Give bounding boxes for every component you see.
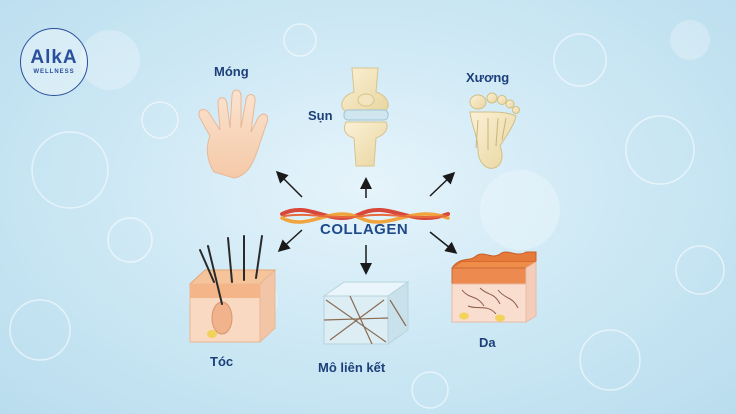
logo-text: AlkA: [30, 47, 78, 68]
arrow-to-skin: [429, 231, 458, 254]
connective-tissue-icon: [322, 281, 410, 345]
logo-subtitle: WELLNESS: [33, 69, 75, 75]
label-nail: Móng: [214, 64, 249, 79]
arrow-to-bone: [429, 171, 456, 197]
label-bone: Xương: [466, 70, 510, 85]
alka-wellness-logo: AlkA WELLNESS: [20, 28, 88, 96]
knee-joint-icon: [341, 67, 389, 167]
arrow-to-nail: [275, 170, 303, 198]
skin-layer-icon: [451, 251, 537, 323]
label-connective-tissue: Mô liên kết: [318, 360, 386, 375]
collagen-fiber-icon: [280, 207, 450, 224]
hand-icon: [198, 89, 269, 179]
label-hair: Tóc: [210, 354, 234, 369]
label-skin: Da: [479, 335, 496, 350]
label-cartilage: Sụn: [308, 108, 333, 123]
foot-bone-icon: [469, 92, 520, 169]
hair-skin-icon: [188, 235, 277, 344]
center-label: COLLAGEN: [320, 221, 409, 238]
arrow-to-hair: [277, 229, 303, 253]
